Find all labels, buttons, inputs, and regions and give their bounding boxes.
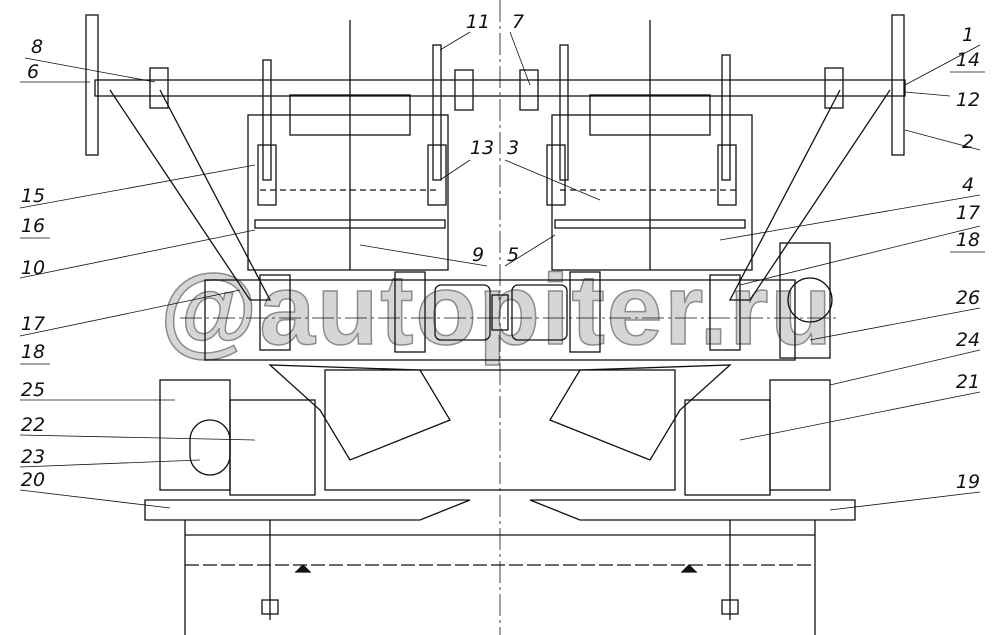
- callout-24: 24: [955, 329, 981, 351]
- callout-19: 19: [955, 471, 981, 493]
- callout-11: 11: [465, 11, 491, 33]
- callout-3: 3: [506, 137, 520, 159]
- callout-14: 14: [955, 49, 981, 71]
- callout-2: 2: [961, 131, 975, 153]
- watermark: @autopiter.ru: [159, 254, 834, 366]
- callout-25: 25: [20, 379, 46, 401]
- callout-5: 5: [506, 244, 520, 266]
- callout-8: 8: [30, 36, 44, 58]
- callout-13: 13: [469, 137, 495, 159]
- callout-26: 26: [955, 287, 981, 309]
- callout-9: 9: [471, 244, 485, 266]
- callout-6: 6: [26, 61, 40, 83]
- callout-20: 20: [20, 469, 46, 491]
- callout-21: 21: [955, 371, 981, 393]
- callout-10: 10: [20, 257, 46, 279]
- left-disc: [85, 14, 99, 156]
- callout-17-left: 17: [20, 313, 46, 335]
- callout-7: 7: [511, 11, 525, 33]
- callout-18-right: 18: [955, 229, 981, 251]
- callout-17-right: 17: [955, 202, 981, 224]
- callout-23: 23: [20, 446, 46, 468]
- callout-18-left: 18: [20, 341, 46, 363]
- right-disc: [891, 14, 905, 156]
- callout-16: 16: [20, 215, 46, 237]
- top-shaft: [94, 79, 906, 97]
- callout-15: 15: [20, 185, 46, 207]
- callout-1: 1: [961, 24, 975, 46]
- callout-22: 22: [20, 414, 46, 436]
- callout-12: 12: [955, 89, 981, 111]
- callout-4: 4: [961, 174, 975, 196]
